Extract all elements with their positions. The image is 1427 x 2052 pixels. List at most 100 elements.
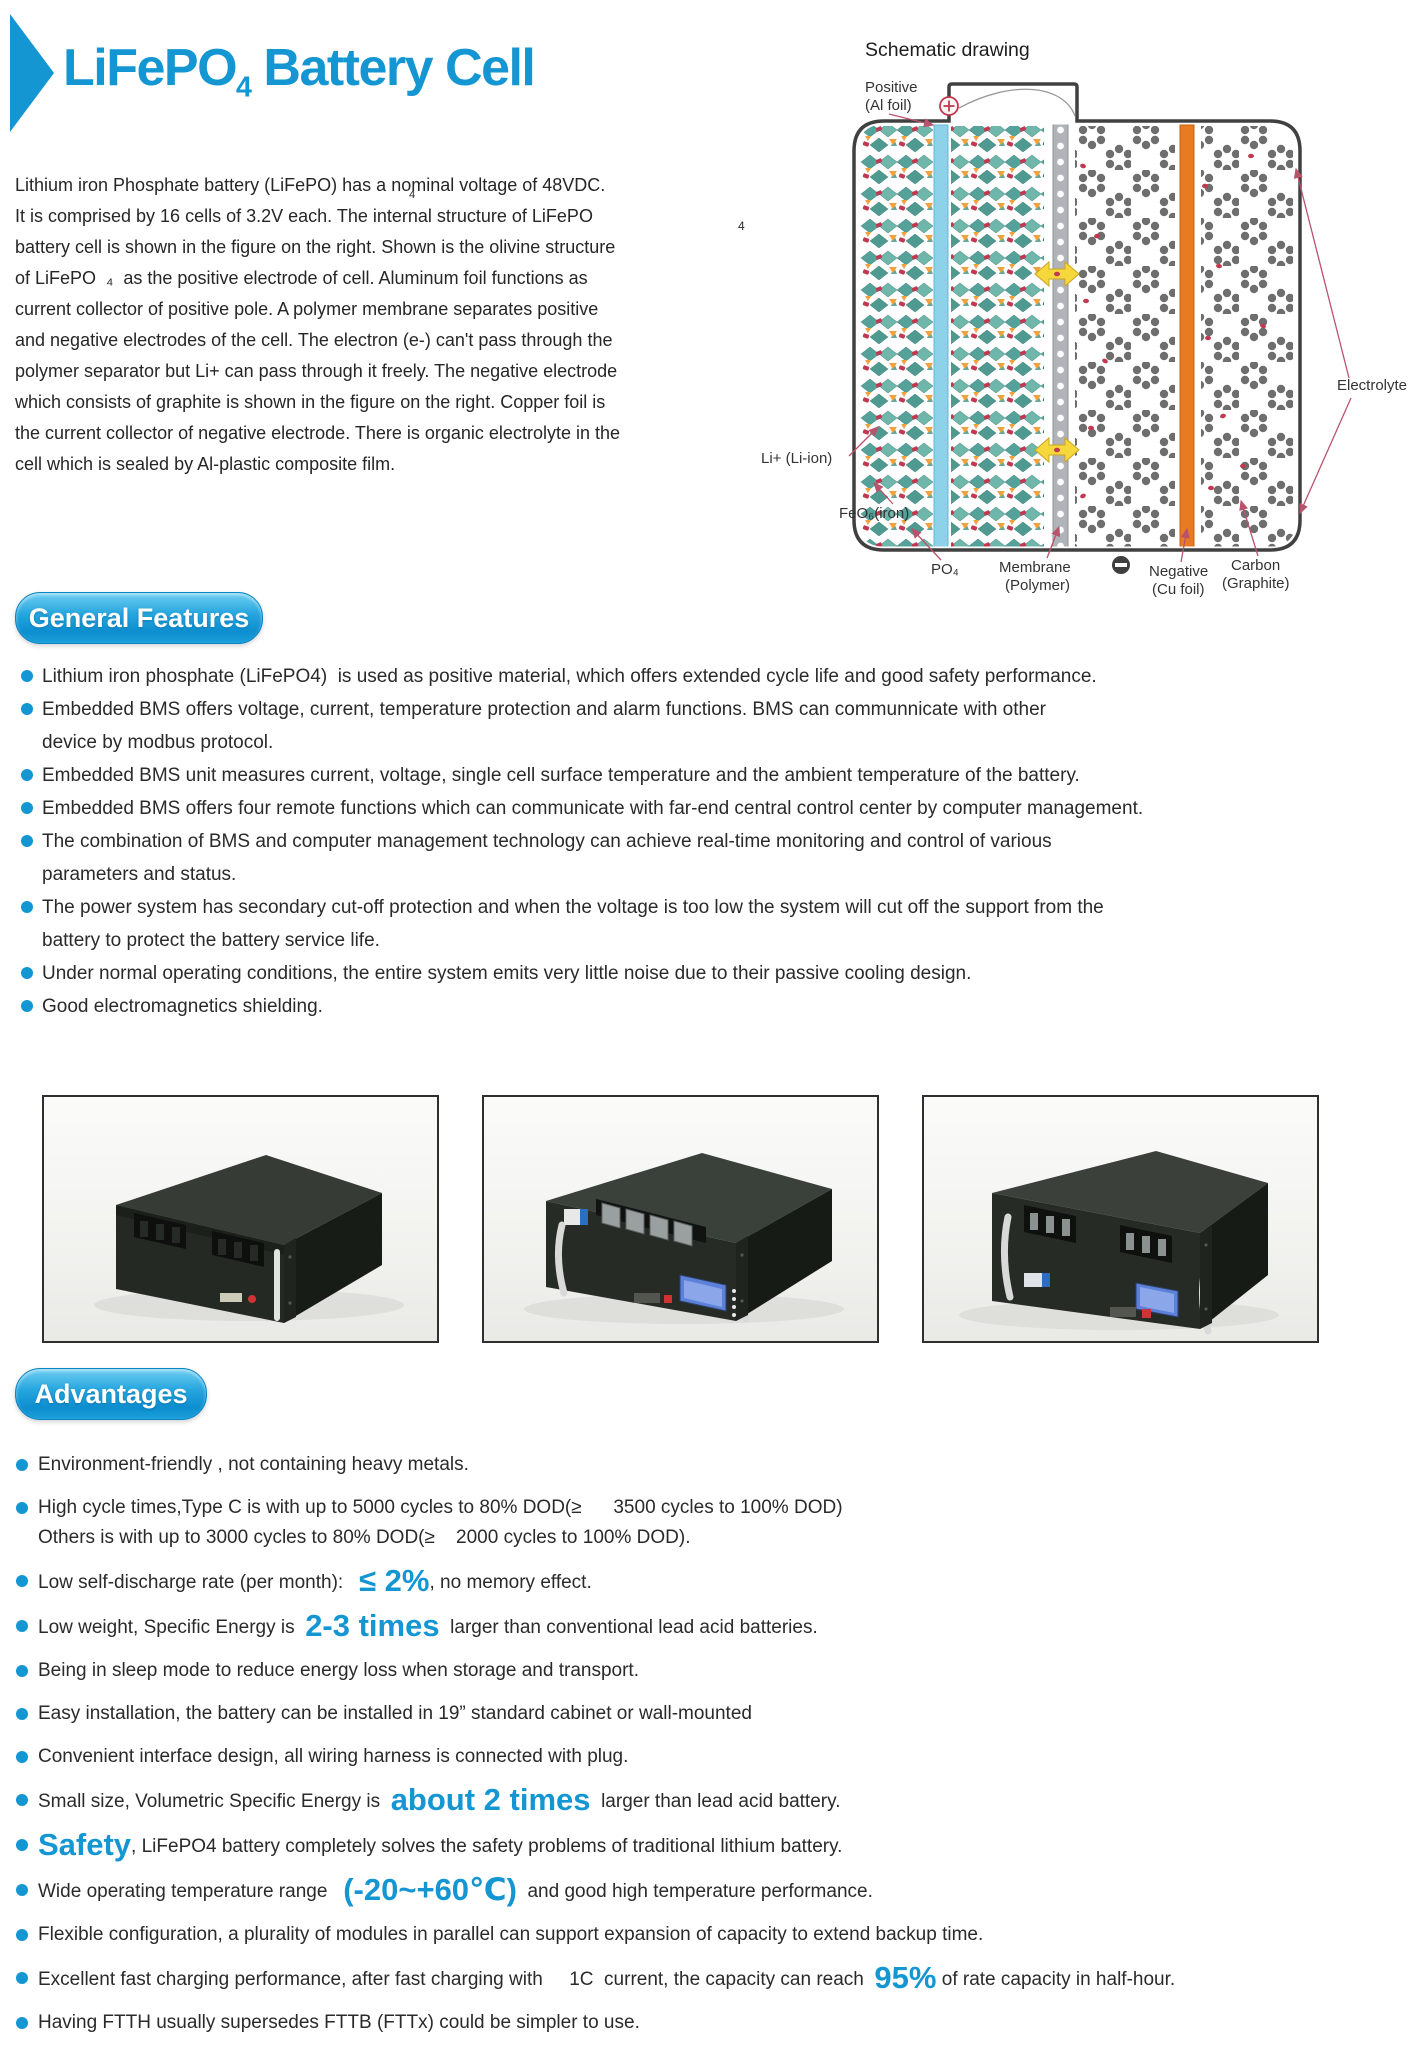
advantage-item: Small size, Volumetric Specific Energy i…	[0, 1782, 1427, 1817]
highlight-value: about 2 times	[390, 1782, 591, 1817]
unit-label	[634, 1293, 660, 1303]
terminal-leader-curve	[958, 88, 1076, 117]
advantages-heading: Advantages	[15, 1368, 207, 1420]
battery-unit-image-3	[922, 1095, 1319, 1343]
page-title: LiFePO4 Battery Cell	[63, 39, 536, 104]
advantage-item: High cycle times,Type C is with up to 50…	[0, 1493, 1427, 1553]
advantage-item: Easy installation, the battery can be in…	[0, 1699, 1427, 1729]
intro-line: Lithium iron Phosphate battery (LiFePO) …	[15, 175, 606, 195]
bullet-icon	[21, 769, 33, 781]
connector-block	[212, 1231, 264, 1267]
bullet-icon	[21, 901, 33, 913]
header-arrow-icon	[10, 14, 56, 137]
label-li-ion: Li+ (Li-ion)	[761, 450, 832, 467]
intro-line: current collector of positive pole. A po…	[15, 299, 599, 319]
left-handle	[554, 1221, 568, 1297]
olivine-structure-right	[951, 126, 1044, 547]
intro-line: which consists of graphite is shown in t…	[15, 392, 606, 412]
bullet-icon	[16, 1929, 28, 1941]
bullet-icon	[16, 1884, 28, 1896]
advantages-list: Environment-friendly , not containing he…	[0, 1450, 1427, 2051]
leader-lines	[848, 113, 1352, 563]
connector-block	[134, 1213, 186, 1249]
feature-item: The combination of BMS and computer mana…	[0, 825, 1427, 891]
label-membrane: Membrane	[999, 559, 1071, 576]
membrane-dots	[1053, 124, 1068, 547]
olivine-structure-left	[861, 126, 933, 547]
feature-item: Under normal operating conditions, the e…	[0, 957, 1427, 990]
power-led	[1142, 1309, 1151, 1318]
stray-subscript: 4	[409, 189, 416, 201]
general-features-heading: General Features	[15, 592, 263, 644]
bullet-icon	[16, 2017, 28, 2029]
feature-item: The power system has secondary cut-off p…	[0, 891, 1427, 957]
bullet-icon	[16, 1751, 28, 1763]
label-electrolyte: Electrolyte	[1337, 377, 1407, 394]
feature-item: Lithium iron phosphate (LiFePO4) is used…	[0, 660, 1427, 693]
positive-terminal-icon	[939, 96, 959, 116]
label-negative-2: (Cu foil)	[1152, 581, 1205, 598]
power-led	[664, 1295, 672, 1303]
product-image-gallery	[42, 1095, 1319, 1343]
intro-line: and negative electrodes of the cell. The…	[15, 330, 613, 350]
advantage-item: Being in sleep mode to reduce energy los…	[0, 1656, 1427, 1686]
aluminum-foil-bar	[933, 124, 949, 547]
negative-terminal-icon	[1112, 556, 1130, 574]
bullet-icon	[16, 1708, 28, 1720]
advantage-item: Having FTTH usually supersedes FTTB (FTT…	[0, 2008, 1427, 2038]
feature-item: Embedded BMS unit measures current, volt…	[0, 759, 1427, 792]
label-negative: Negative	[1149, 563, 1208, 580]
bullet-icon	[21, 835, 33, 847]
feature-item: Good electromagnetics shielding.	[0, 990, 1427, 1023]
general-features-list: Lithium iron phosphate (LiFePO4) is used…	[0, 660, 1427, 1023]
stray-subscript: 4	[738, 219, 745, 233]
label-po4: PO₄	[931, 561, 959, 578]
front-handle	[274, 1249, 280, 1321]
label-membrane-2: (Polymer)	[1005, 577, 1070, 594]
label-carbon: Carbon	[1231, 557, 1280, 574]
bullet-icon	[16, 1620, 28, 1632]
label-positive: Positive	[865, 79, 918, 96]
bullet-icon	[21, 1000, 33, 1012]
advantage-item: Environment-friendly , not containing he…	[0, 1450, 1427, 1480]
power-led	[248, 1295, 256, 1303]
battery-cell-schematic: Schematic drawing	[753, 26, 1427, 610]
graphite-structure-left	[1075, 126, 1175, 547]
battery-unit-image-2	[482, 1095, 879, 1343]
advantage-item: Flexible configuration, a plurality of m…	[0, 1920, 1427, 1950]
copper-foil-bar	[1179, 124, 1195, 547]
unit-label	[1110, 1307, 1136, 1317]
left-handle	[1000, 1213, 1014, 1301]
ion-transfer-arrow	[1034, 260, 1080, 288]
intro-line: of LiFePO ₄ as the positive electrode of…	[15, 268, 588, 288]
highlight-value: 2-3 times	[305, 1608, 440, 1643]
bullet-icon	[16, 1839, 28, 1851]
ion-transfer-arrow	[1034, 436, 1080, 464]
intro-line: It is comprised by 16 cells of 3.2V each…	[15, 206, 593, 226]
title-subscript: 4	[236, 71, 252, 104]
label-positive-2: (Al foil)	[865, 97, 912, 114]
intro-line: cell which is sealed by Al-plastic compo…	[15, 454, 396, 474]
connector-block	[1120, 1225, 1172, 1263]
highlight-value: (-20~+60℃)	[343, 1872, 517, 1907]
intro-line: polymer separator but Li+ can pass throu…	[15, 361, 618, 381]
bullet-icon	[21, 703, 33, 715]
highlight-value: Safety	[38, 1827, 132, 1862]
feature-item: Embedded BMS offers voltage, current, te…	[0, 693, 1427, 759]
advantage-item: Safety, LiFePO4 battery completely solve…	[0, 1827, 1427, 1862]
bullet-icon	[16, 1502, 28, 1514]
advantage-item: Low weight, Specific Energy is 2-3 times…	[0, 1608, 1427, 1643]
intro-paragraph: Lithium iron Phosphate battery (LiFePO) …	[15, 170, 763, 480]
schematic-title: Schematic drawing	[865, 39, 1030, 61]
feature-item: Embedded BMS offers four remote function…	[0, 792, 1427, 825]
terminal-row	[601, 1202, 693, 1247]
advantage-item: Convenient interface design, all wiring …	[0, 1742, 1427, 1772]
bullet-icon	[21, 967, 33, 979]
panel-buttons	[732, 1289, 736, 1317]
highlight-value: 95%	[874, 1960, 937, 1995]
highlight-value: ≤ 2%	[359, 1563, 430, 1598]
bullet-icon	[16, 1459, 28, 1471]
advantage-item: Wide operating temperature range (-20~+6…	[0, 1872, 1427, 1907]
bullet-icon	[21, 802, 33, 814]
